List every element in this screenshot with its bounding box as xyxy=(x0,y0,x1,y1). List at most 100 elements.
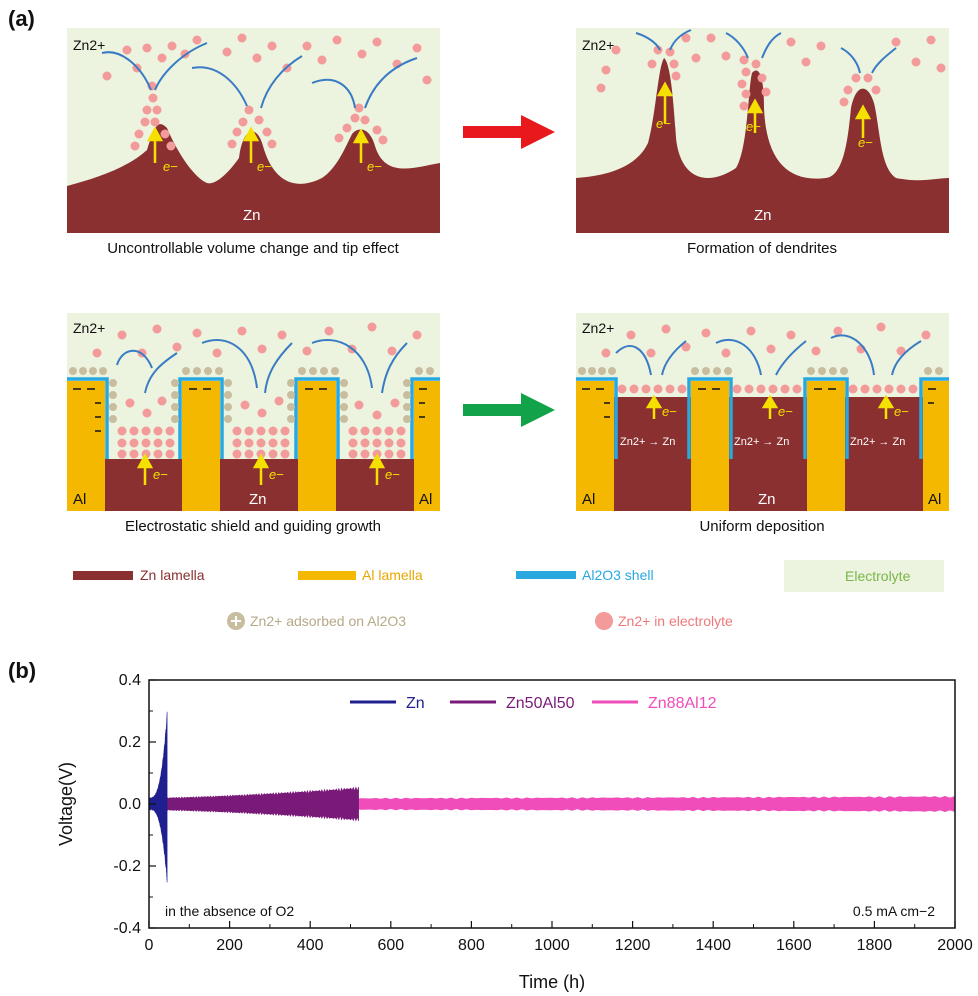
chart-legend: Zn Zn50Al50 Zn88Al12 xyxy=(350,695,717,712)
scene-dendrites: e− e− e− Zn2+ Zn xyxy=(576,28,949,233)
legend-shell: Al2O3 shell xyxy=(582,567,654,583)
alumina-shell xyxy=(67,377,440,459)
legend-in-electrolyte: Zn2+ in electrolyte xyxy=(618,613,733,629)
x-tick-label: 600 xyxy=(377,937,404,954)
x-tick-label: 800 xyxy=(458,937,485,954)
electron-label: e− xyxy=(153,467,168,482)
ion-label: Zn2+ xyxy=(73,320,105,336)
substrate-label: Zn xyxy=(758,491,776,508)
zinc-substrate xyxy=(576,58,949,233)
zinc-lamellae xyxy=(614,397,923,511)
transition-arrow-red xyxy=(463,115,555,149)
tick-layer: 0 200 400 600 800 1000 1200 1400 1600 1800 2000 0.4… xyxy=(113,672,972,954)
x-tick-label: 2000 xyxy=(937,937,973,954)
ion-flow-arrows xyxy=(101,42,418,109)
ion-label: Zn2+ xyxy=(582,37,614,53)
electron-label: e− xyxy=(778,404,793,419)
ion-flow-arrows xyxy=(615,334,922,376)
legend-al-lamella: Al lamella xyxy=(362,567,423,583)
electron-label: e− xyxy=(662,404,677,419)
legend-electrolyte: Electrolyte xyxy=(845,568,911,584)
ion-flow-arrows xyxy=(116,339,408,394)
al-label: Al xyxy=(928,491,941,508)
x-tick-label: 1600 xyxy=(776,937,812,954)
y-tick-label: 0.0 xyxy=(119,796,141,813)
x-tick-label: 400 xyxy=(297,937,324,954)
electron-label: e− xyxy=(163,159,178,174)
electron-label: e− xyxy=(257,159,272,174)
x-tick-label: 1800 xyxy=(857,937,893,954)
y-tick-label: -0.2 xyxy=(113,858,141,875)
annotation-atmosphere: in the absence of O2 xyxy=(165,903,294,919)
adsorbed-ion-icon xyxy=(227,612,245,630)
legend-swatch-shell xyxy=(516,571,576,579)
y-tick-label: -0.4 xyxy=(113,920,141,937)
legend-label-zn50al50: Zn50Al50 xyxy=(506,695,575,712)
legend-adsorbed: Zn2+ adsorbed on Al2O3 xyxy=(250,613,407,629)
ion-label: Zn2+ xyxy=(582,320,614,336)
scene-electrostatic-shield: e− e− e− Zn2+ Zn Al Al xyxy=(67,313,440,511)
panel-b-label: (b) xyxy=(8,658,37,683)
x-tick-label: 200 xyxy=(216,937,243,954)
ion-fill-in-gaps xyxy=(117,426,406,459)
ion-cloud xyxy=(596,33,946,111)
scene-tip-effect: e− e− e− Zn2+ Zn xyxy=(67,28,440,233)
electron-label: e− xyxy=(746,119,761,134)
electron-label: e− xyxy=(656,116,671,131)
reaction-label: Zn2+ → Zn xyxy=(734,436,789,448)
substrate-label: Zn xyxy=(249,491,267,508)
electron-label: e− xyxy=(894,404,909,419)
reaction-label: Zn2+ → Zn xyxy=(850,436,905,448)
ion-flow-arrows xyxy=(635,29,897,74)
legend-label-zn: Zn xyxy=(406,695,425,712)
ion-label: Zn2+ xyxy=(73,37,105,53)
y-axis-label: Voltage(V) xyxy=(56,762,76,846)
caption-uniform-deposition: Uniform deposition xyxy=(699,518,825,535)
voltage-chart: 0 200 400 600 800 1000 1200 1400 1600 1800 2000 0.4… xyxy=(56,672,973,992)
electron-label: e− xyxy=(385,467,400,482)
negative-charges xyxy=(582,388,936,418)
caption-dendrites: Formation of dendrites xyxy=(686,240,838,257)
legend-label-zn88al12: Zn88Al12 xyxy=(648,695,717,712)
substrate-label: Zn xyxy=(754,207,772,224)
x-axis-label: Time (h) xyxy=(519,972,585,992)
x-tick-label: 1000 xyxy=(534,937,570,954)
negative-charges xyxy=(73,388,427,432)
caption-electrostatic-shield: Electrostatic shield and guiding growth xyxy=(125,518,381,535)
electron-arrows xyxy=(645,394,895,419)
al-label: Al xyxy=(582,491,595,508)
x-tick-label: 1200 xyxy=(615,937,651,954)
electron-label: e− xyxy=(269,467,284,482)
alumina-shell xyxy=(576,377,949,459)
aluminum-lamellae xyxy=(576,381,949,511)
legend-swatch-al-lamella xyxy=(298,571,356,580)
series-zn-trace xyxy=(148,711,168,883)
series-zn50al50-trace xyxy=(148,786,359,822)
al-label: Al xyxy=(419,491,432,508)
electrolyte-ion-icon xyxy=(595,612,613,630)
caption-tip-effect: Uncontrollable volume change and tip eff… xyxy=(107,240,399,257)
electron-arrows xyxy=(146,126,370,163)
series-layer xyxy=(148,711,956,883)
y-tick-label: 0.4 xyxy=(119,672,141,689)
adsorbed-ions xyxy=(69,367,434,423)
reaction-label: Zn2+ → Zn xyxy=(620,436,675,448)
x-tick-label: 1400 xyxy=(695,937,731,954)
legend-zn-lamella: Zn lamella xyxy=(140,567,205,583)
al-label: Al xyxy=(73,491,86,508)
electron-label: e− xyxy=(858,135,873,150)
x-tick-label: 0 xyxy=(145,937,154,954)
legend-swatch-zn-lamella xyxy=(73,571,133,580)
transition-arrow-green xyxy=(463,393,555,427)
substrate-label: Zn xyxy=(243,207,261,224)
panel-a-label: (a) xyxy=(8,6,35,31)
scene-uniform-deposition: e− e− e− Zn2+ → Zn Zn2+ → Zn Zn2+ → Zn Z… xyxy=(576,313,949,511)
legend-swatch-electrolyte xyxy=(784,560,944,592)
zinc-substrate xyxy=(67,124,440,233)
adsorbed-ions xyxy=(578,367,943,375)
annotation-current-density: 0.5 mA cm−2 xyxy=(853,903,935,919)
ion-cloud xyxy=(92,322,422,420)
electron-arrows xyxy=(656,81,872,138)
electron-label: e− xyxy=(367,159,382,174)
electron-arrows xyxy=(136,453,386,485)
